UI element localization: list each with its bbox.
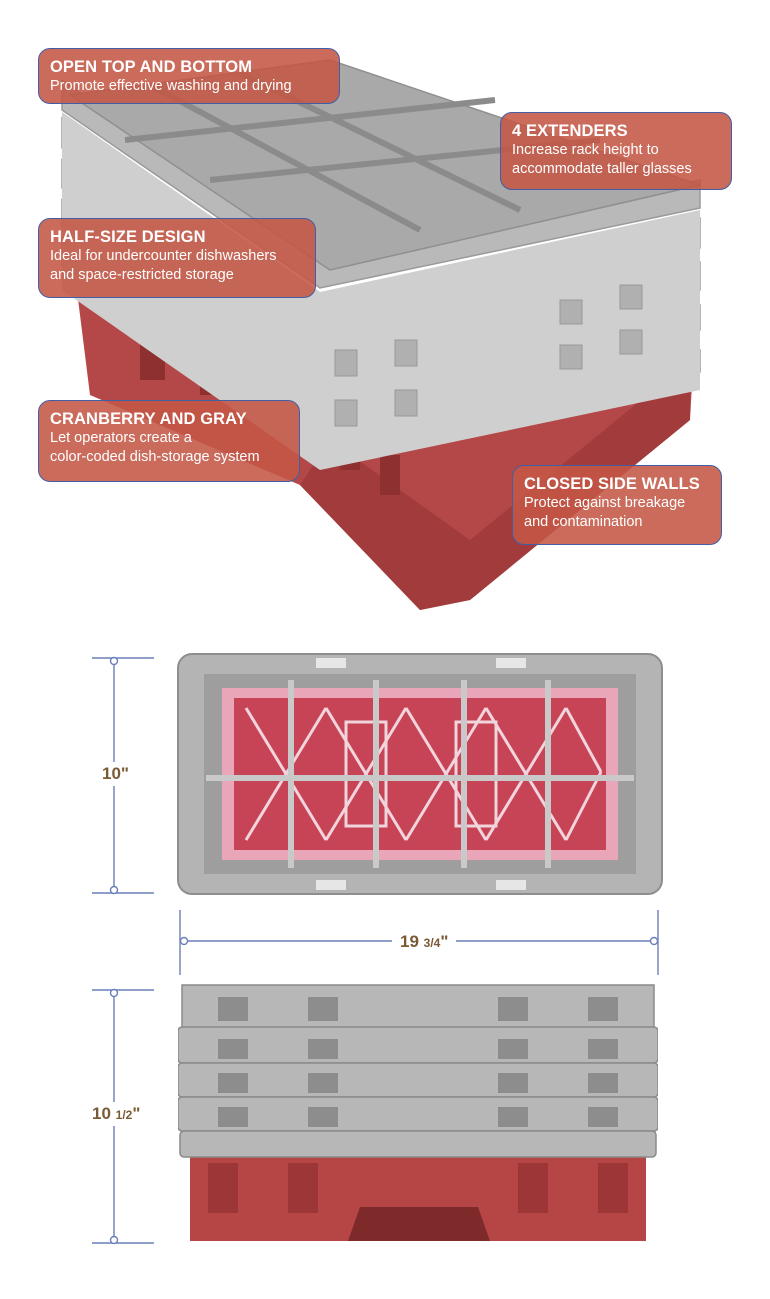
length-unit: "	[440, 932, 449, 951]
length-dimension-label: 19 3/4"	[392, 930, 457, 954]
length-fraction: 3/4	[423, 936, 441, 950]
callout-open-top-bottom: OPEN TOP AND BOTTOM Promote effective wa…	[38, 48, 340, 104]
rack-top-view-illustration	[177, 653, 663, 895]
width-dimension-label: 10"	[100, 762, 131, 786]
width-value: 10"	[102, 764, 129, 783]
callout-description: Let operators create a color-coded dish-…	[50, 430, 260, 465]
callout-description: Increase rack height to accommodate tall…	[512, 142, 692, 177]
rack-side-view-illustration	[178, 984, 658, 1241]
callout-title: CRANBERRY AND GRAY	[50, 410, 247, 428]
callout-title: 4 EXTENDERS	[512, 122, 628, 140]
callout-closed-side-walls: CLOSED SIDE WALLS Protect against breaka…	[512, 465, 722, 545]
height-unit: "	[132, 1104, 141, 1123]
callout-title: CLOSED SIDE WALLS	[524, 475, 700, 493]
callout-title: OPEN TOP AND BOTTOM	[50, 58, 253, 76]
height-dimension-label: 10 1/2"	[90, 1102, 143, 1126]
height-whole: 10	[92, 1104, 111, 1123]
callout-description: Protect against breakage and contaminati…	[524, 495, 686, 530]
callout-extenders: 4 EXTENDERS Increase rack height to acco…	[500, 112, 732, 190]
callout-cranberry-and-gray: CRANBERRY AND GRAY Let operators create …	[38, 400, 300, 482]
callout-title: HALF-SIZE DESIGN	[50, 228, 206, 246]
callout-half-size-design: HALF-SIZE DESIGN Ideal for undercounter …	[38, 218, 316, 298]
length-whole: 19	[400, 932, 419, 951]
callout-description: Ideal for undercounter dishwashers and s…	[50, 248, 277, 283]
height-fraction: 1/2	[115, 1108, 133, 1122]
callout-description: Promote effective washing and drying	[50, 78, 292, 94]
